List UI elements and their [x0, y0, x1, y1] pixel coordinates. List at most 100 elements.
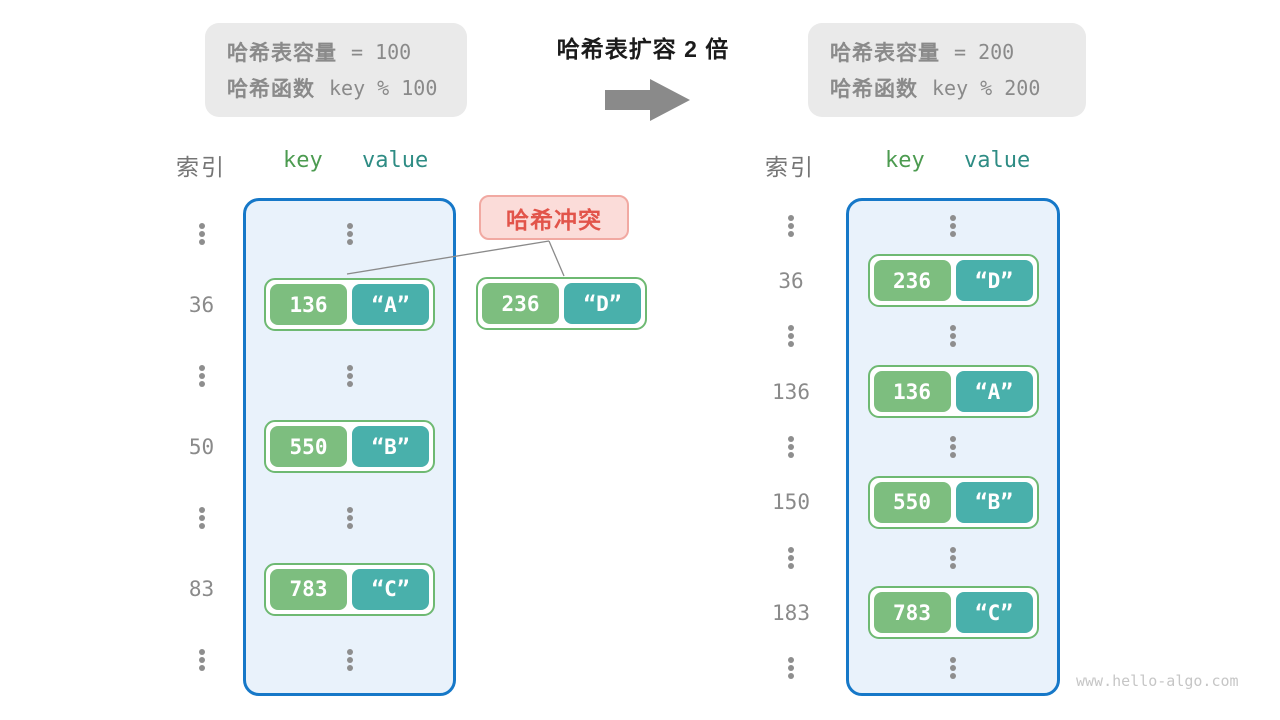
index-label: 150	[772, 490, 810, 515]
table-row	[160, 198, 456, 269]
key-cell: 236	[482, 283, 559, 324]
info-box-capacity-100: 哈希表容量 = 100 哈希函数 key % 100	[205, 23, 467, 117]
key-cell: 136	[873, 371, 951, 413]
vertical-ellipsis-icon	[198, 222, 205, 229]
kv-pair: 236“D”	[867, 254, 1039, 308]
index-label: 136	[772, 379, 810, 404]
slot-cell	[243, 507, 456, 521]
vertical-ellipsis-icon	[950, 435, 956, 442]
key-cell: 236	[873, 260, 951, 302]
slot-cell: 550“B”	[846, 475, 1060, 529]
index-cell	[736, 325, 846, 339]
kv-pair: 136“A”	[867, 365, 1039, 419]
capacity-line: 哈希表容量 = 200	[830, 37, 1064, 67]
slot-cell: 783“C”	[243, 562, 456, 616]
kv-pair: 550“B”	[867, 475, 1039, 529]
index-header-right: 索引	[765, 154, 815, 180]
table-row: 36 236“D”	[736, 253, 1060, 308]
slot-cell	[846, 214, 1060, 229]
vertical-ellipsis-icon	[950, 657, 956, 664]
index-cell	[160, 222, 243, 237]
table-row	[736, 530, 1060, 585]
value-cell: “C”	[352, 568, 429, 610]
capacity-label: 哈希表容量	[830, 42, 940, 65]
kv-pair: 783“C”	[867, 586, 1039, 640]
key-cell: 550	[270, 426, 347, 468]
value-cell: “B”	[352, 426, 429, 468]
slot-cell	[846, 657, 1060, 671]
index-cell: 83	[160, 577, 243, 601]
kv-pair: 783“C”	[264, 562, 435, 616]
table-row	[736, 198, 1060, 253]
index-label: 83	[188, 577, 215, 602]
table-row: 183 783“C”	[736, 585, 1060, 640]
vertical-ellipsis-icon	[198, 649, 205, 656]
vertical-ellipsis-icon	[198, 364, 205, 371]
slot-cell: 236“D”	[846, 254, 1060, 308]
slot-cell	[243, 222, 456, 237]
key-value-header-left: key value	[283, 148, 428, 173]
index-cell	[736, 546, 846, 561]
table-row	[160, 625, 456, 696]
vertical-ellipsis-icon	[950, 214, 956, 221]
kv-pair-collision: 236 “D”	[476, 277, 647, 330]
table-row	[736, 309, 1060, 364]
kv-pair: 136“A”	[264, 278, 435, 332]
transition-title: 哈希表扩容 2 倍	[556, 36, 730, 62]
value-header: value	[362, 148, 429, 173]
hash-function-line: 哈希函数 key % 200	[830, 73, 1064, 103]
index-cell: 36	[736, 269, 846, 293]
hash-function-line: 哈希函数 key % 100	[227, 73, 445, 103]
index-label: 36	[778, 268, 804, 293]
key-cell: 783	[270, 568, 347, 610]
index-cell	[736, 657, 846, 671]
index-label: 183	[772, 600, 810, 625]
key-cell: 136	[270, 284, 347, 326]
index-cell	[736, 214, 846, 229]
value-cell: “D”	[564, 283, 641, 324]
vertical-ellipsis-icon	[346, 649, 353, 656]
slot-cell	[846, 546, 1060, 561]
key-header: key	[283, 148, 323, 173]
index-cell: 136	[736, 380, 846, 404]
right-arrow-icon	[605, 79, 690, 121]
info-box-capacity-200: 哈希表容量 = 200 哈希函数 key % 200	[808, 23, 1086, 117]
value-cell: “D”	[955, 260, 1033, 302]
hash-collision-label: 哈希冲突	[479, 195, 629, 240]
table-row	[160, 340, 456, 411]
table-row: 36 136“A”	[160, 269, 456, 340]
slot-cell	[846, 435, 1060, 450]
slot-cell: 783“C”	[846, 586, 1060, 640]
vertical-ellipsis-icon	[788, 546, 794, 553]
watermark: www.hello-algo.com	[1076, 672, 1239, 690]
vertical-ellipsis-icon	[788, 435, 794, 442]
capacity-label: 哈希表容量	[227, 42, 337, 65]
value-cell: “A”	[955, 371, 1033, 413]
capacity-value: = 100	[351, 40, 412, 64]
slot-cell	[243, 364, 456, 379]
index-cell	[736, 435, 846, 450]
table-row	[160, 483, 456, 554]
hash-function-value: key % 100	[329, 76, 438, 100]
capacity-line: 哈希表容量 = 100	[227, 37, 445, 67]
hash-function-label: 哈希函数	[227, 78, 315, 101]
kv-pair: 550“B”	[264, 420, 435, 474]
key-cell: 550	[873, 481, 951, 523]
index-cell: 36	[160, 293, 243, 317]
value-header: value	[964, 148, 1031, 173]
vertical-ellipsis-icon	[950, 546, 956, 553]
slot-cell: 136“A”	[846, 365, 1060, 419]
vertical-ellipsis-icon	[788, 214, 794, 221]
value-cell: “A”	[352, 284, 429, 326]
table-row	[736, 419, 1060, 474]
slot-cell	[243, 649, 456, 663]
vertical-ellipsis-icon	[788, 325, 794, 332]
vertical-ellipsis-icon	[346, 364, 353, 371]
index-header-left: 索引	[176, 154, 226, 180]
